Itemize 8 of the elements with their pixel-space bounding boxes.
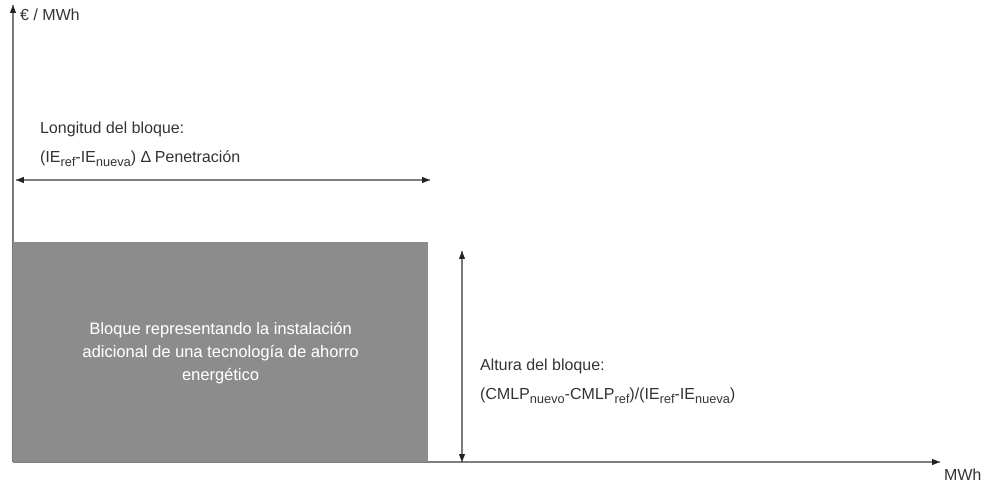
- axis-label: MWh: [944, 466, 982, 483]
- dimension-label: Altura del bloque:: [480, 356, 605, 376]
- shaded-block: [13, 242, 428, 462]
- formula: (IE$_{ref}$-IE$_{nueva}$) Δ Penetración: [40, 148, 240, 168]
- block-description: Bloque representando la instalación adicional de una tecnología de ahorro energético: [81, 318, 360, 386]
- formula: (CMLP$_{nuevo}$-CMLP$_{ref}$)/(IE$_{ref}$-IE$_{nueva}$): [480, 385, 736, 405]
- axis-label: € / MWh: [20, 6, 80, 26]
- dimension-label: Longitud del bloque:: [40, 119, 184, 139]
